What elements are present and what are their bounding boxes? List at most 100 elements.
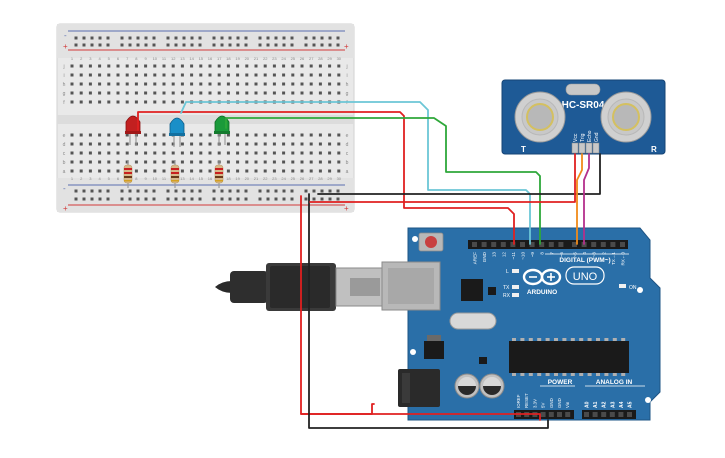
row-letter: j bbox=[62, 64, 64, 70]
breadboard-hole bbox=[254, 169, 258, 173]
digital-pin-socket bbox=[510, 242, 516, 247]
digital-pin-label: ~9 bbox=[530, 252, 535, 258]
breadboard-hole bbox=[153, 169, 157, 173]
breadboard-hole bbox=[291, 133, 295, 137]
breadboard-hole bbox=[337, 133, 341, 137]
breadboard-hole bbox=[70, 100, 74, 104]
breadboard-hole bbox=[236, 151, 240, 155]
rail-hole bbox=[336, 197, 340, 201]
breadboard-hole bbox=[107, 73, 111, 77]
breadboard-hole bbox=[116, 91, 120, 95]
row-letter: c bbox=[346, 151, 349, 157]
digital-pin-label: AREF bbox=[473, 252, 478, 264]
breadboard-hole bbox=[245, 64, 249, 68]
breadboard-hole bbox=[208, 82, 212, 86]
rail-hole bbox=[82, 36, 86, 40]
breadboard-hole bbox=[98, 100, 102, 104]
rail-hole bbox=[106, 197, 110, 201]
chip-pin bbox=[587, 338, 592, 341]
column-number: 4 bbox=[98, 176, 101, 181]
column-number: 20 bbox=[245, 176, 250, 181]
bottom-power-rail bbox=[57, 178, 354, 212]
column-number: 10 bbox=[153, 176, 158, 181]
led-label-tx: TX bbox=[503, 285, 510, 291]
breadboard-hole bbox=[208, 151, 212, 155]
analog-pin-socket bbox=[601, 412, 607, 417]
row-letter: a bbox=[346, 169, 349, 175]
breadboard-hole bbox=[180, 151, 184, 155]
breadboard-hole bbox=[263, 91, 267, 95]
column-number: 22 bbox=[263, 56, 268, 61]
analog-pin-label: A2 bbox=[602, 401, 608, 408]
column-number: 22 bbox=[263, 176, 268, 181]
rail-hole bbox=[244, 43, 248, 47]
row-letter: i bbox=[63, 73, 64, 79]
rail-hole bbox=[120, 36, 124, 40]
breadboard-hole bbox=[199, 73, 203, 77]
leds bbox=[125, 115, 230, 147]
analog-pin-socket bbox=[584, 412, 589, 417]
rail-hole bbox=[190, 36, 194, 40]
column-number: 18 bbox=[226, 56, 231, 61]
analog-pin-socket bbox=[627, 412, 632, 417]
rail-plus-label-tr: + bbox=[344, 42, 349, 51]
breadboard-holes bbox=[70, 36, 341, 201]
row-letter: i bbox=[346, 73, 347, 79]
breadboard-hole bbox=[291, 160, 295, 164]
breadboard-hole bbox=[291, 64, 295, 68]
chip-pin bbox=[570, 373, 575, 376]
breadboard-hole bbox=[144, 64, 148, 68]
rail-hole bbox=[290, 197, 294, 201]
breadboard-hole bbox=[245, 133, 249, 137]
breadboard-hole bbox=[226, 64, 230, 68]
breadboard-hole bbox=[125, 82, 129, 86]
rail-hole bbox=[106, 36, 110, 40]
breadboard-hole bbox=[70, 133, 74, 137]
column-number: 13 bbox=[180, 176, 185, 181]
sensor-pin-headers bbox=[571, 142, 600, 154]
breadboard-hole bbox=[328, 169, 332, 173]
breadboard-hole bbox=[162, 151, 166, 155]
breadboard-hole bbox=[190, 64, 194, 68]
breadboard-hole bbox=[291, 169, 295, 173]
rail-hole bbox=[312, 43, 316, 47]
breadboard-hole bbox=[300, 64, 304, 68]
reset-button-cap[interactable] bbox=[425, 236, 437, 248]
rail-hole bbox=[144, 36, 148, 40]
rail-hole bbox=[190, 189, 194, 193]
breadboard-hole bbox=[254, 82, 258, 86]
breadboard-hole bbox=[134, 100, 138, 104]
breadboard-hole bbox=[282, 91, 286, 95]
breadboard-hole bbox=[337, 169, 341, 173]
rail-hole bbox=[128, 189, 132, 193]
rail-hole bbox=[182, 43, 186, 47]
rail-plus-label-br: + bbox=[344, 204, 349, 213]
chip-pin bbox=[579, 373, 584, 376]
breadboard-hole bbox=[144, 142, 148, 146]
column-number: 9 bbox=[144, 176, 147, 181]
analog-pin-label: A4 bbox=[619, 401, 625, 408]
rail-hole bbox=[236, 36, 240, 40]
digital-pin-socket bbox=[500, 242, 506, 247]
breadboard-hole bbox=[245, 151, 249, 155]
breadboard-hole bbox=[171, 91, 175, 95]
column-number: 27 bbox=[309, 176, 314, 181]
rail-hole bbox=[152, 189, 156, 193]
top-power-rail bbox=[57, 24, 354, 58]
chip-pin bbox=[537, 373, 542, 376]
rail-hole bbox=[128, 36, 132, 40]
wire-sensor-vcc bbox=[309, 153, 576, 203]
rail-hole bbox=[244, 197, 248, 201]
rail-hole bbox=[90, 36, 94, 40]
breadboard-hole bbox=[107, 100, 111, 104]
rail-hole bbox=[182, 189, 186, 193]
analog-pin-label: A1 bbox=[593, 401, 599, 408]
breadboard-hole bbox=[79, 73, 83, 77]
column-number: 21 bbox=[254, 56, 259, 61]
rail-hole bbox=[74, 197, 78, 201]
chip-pin bbox=[612, 338, 617, 341]
